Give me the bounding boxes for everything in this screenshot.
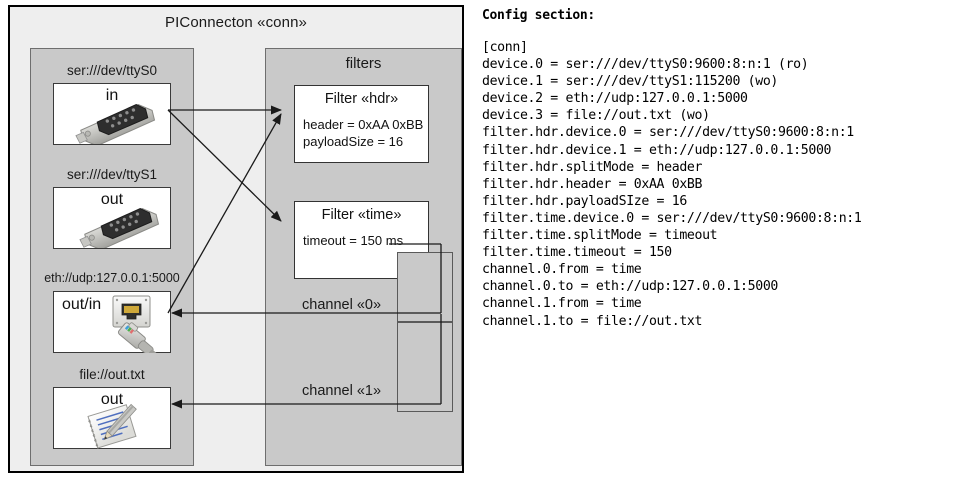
- channel-label-0: channel «0»: [302, 297, 382, 313]
- filters-group-panel: filters Filter «hdr» header = 0xAA 0xBB …: [265, 48, 462, 466]
- device-label-ttys0: in: [105, 87, 119, 104]
- device-entry-file: file://out.txt out: [31, 367, 193, 455]
- filters-panel-title: filters: [345, 55, 382, 72]
- ethernet-rj45-jack-icon: [108, 295, 170, 361]
- filter-title-hdr: Filter «hdr»: [324, 91, 399, 107]
- config-text[interactable]: [conn] device.0 = ser:///dev/ttyS0:9600:…: [482, 40, 862, 329]
- device-caption-file: file://out.txt: [79, 367, 145, 382]
- device-caption-ttys1: ser:///dev/ttyS1: [66, 167, 158, 182]
- serial-db9-connector-icon: [68, 102, 160, 149]
- filter-box-time[interactable]: Filter «time» timeout = 150 ms: [294, 201, 429, 279]
- device-card-eth[interactable]: out/in: [53, 291, 171, 361]
- device-label-file: out: [100, 391, 124, 408]
- config-section: Config section: [conn] device.0 = ser://…: [482, 8, 960, 330]
- piconnecton-component-frame: PIConnecton «conn» ser:///dev/ttyS0 in: [8, 5, 464, 473]
- device-card-ttys0[interactable]: in: [53, 83, 171, 147]
- filter-prop-time-timeout: timeout = 150 ms: [303, 233, 404, 248]
- device-entry-eth: eth://udp:127.0.0.1:5000 out/in: [31, 271, 193, 361]
- config-heading: Config section:: [482, 8, 595, 23]
- filter-props-hdr: header = 0xAA 0xBB payloadSize = 16: [303, 116, 424, 150]
- filter-prop-hdr-payload: payloadSize = 16: [303, 134, 404, 149]
- device-card-file[interactable]: out: [53, 387, 171, 449]
- devices-group-panel: ser:///dev/ttyS0 in: [30, 48, 194, 466]
- device-card-ttys1[interactable]: out: [53, 187, 171, 251]
- channel-box-1[interactable]: [397, 322, 453, 412]
- component-title: PIConnecton «conn»: [165, 14, 307, 31]
- filter-box-hdr[interactable]: Filter «hdr» header = 0xAA 0xBB payloadS…: [294, 85, 429, 163]
- serial-db9-connector-icon: [72, 206, 164, 253]
- filter-props-time: timeout = 150 ms: [303, 232, 424, 249]
- device-label-eth: out/in: [62, 296, 102, 313]
- device-caption-ttys0: ser:///dev/ttyS0: [66, 63, 158, 78]
- channel-box-0[interactable]: [397, 252, 453, 322]
- device-entry-ttys0: ser:///dev/ttyS0 in: [31, 63, 193, 151]
- text-document-pencil-icon: [84, 403, 146, 454]
- filter-title-time: Filter «time»: [321, 207, 402, 223]
- device-entry-ttys1: ser:///dev/ttyS1 out: [31, 167, 193, 255]
- channel-label-1: channel «1»: [302, 383, 382, 399]
- device-caption-eth: eth://udp:127.0.0.1:5000: [44, 271, 180, 285]
- device-label-ttys1: out: [100, 191, 124, 208]
- filter-prop-hdr-header: header = 0xAA 0xBB: [303, 117, 424, 132]
